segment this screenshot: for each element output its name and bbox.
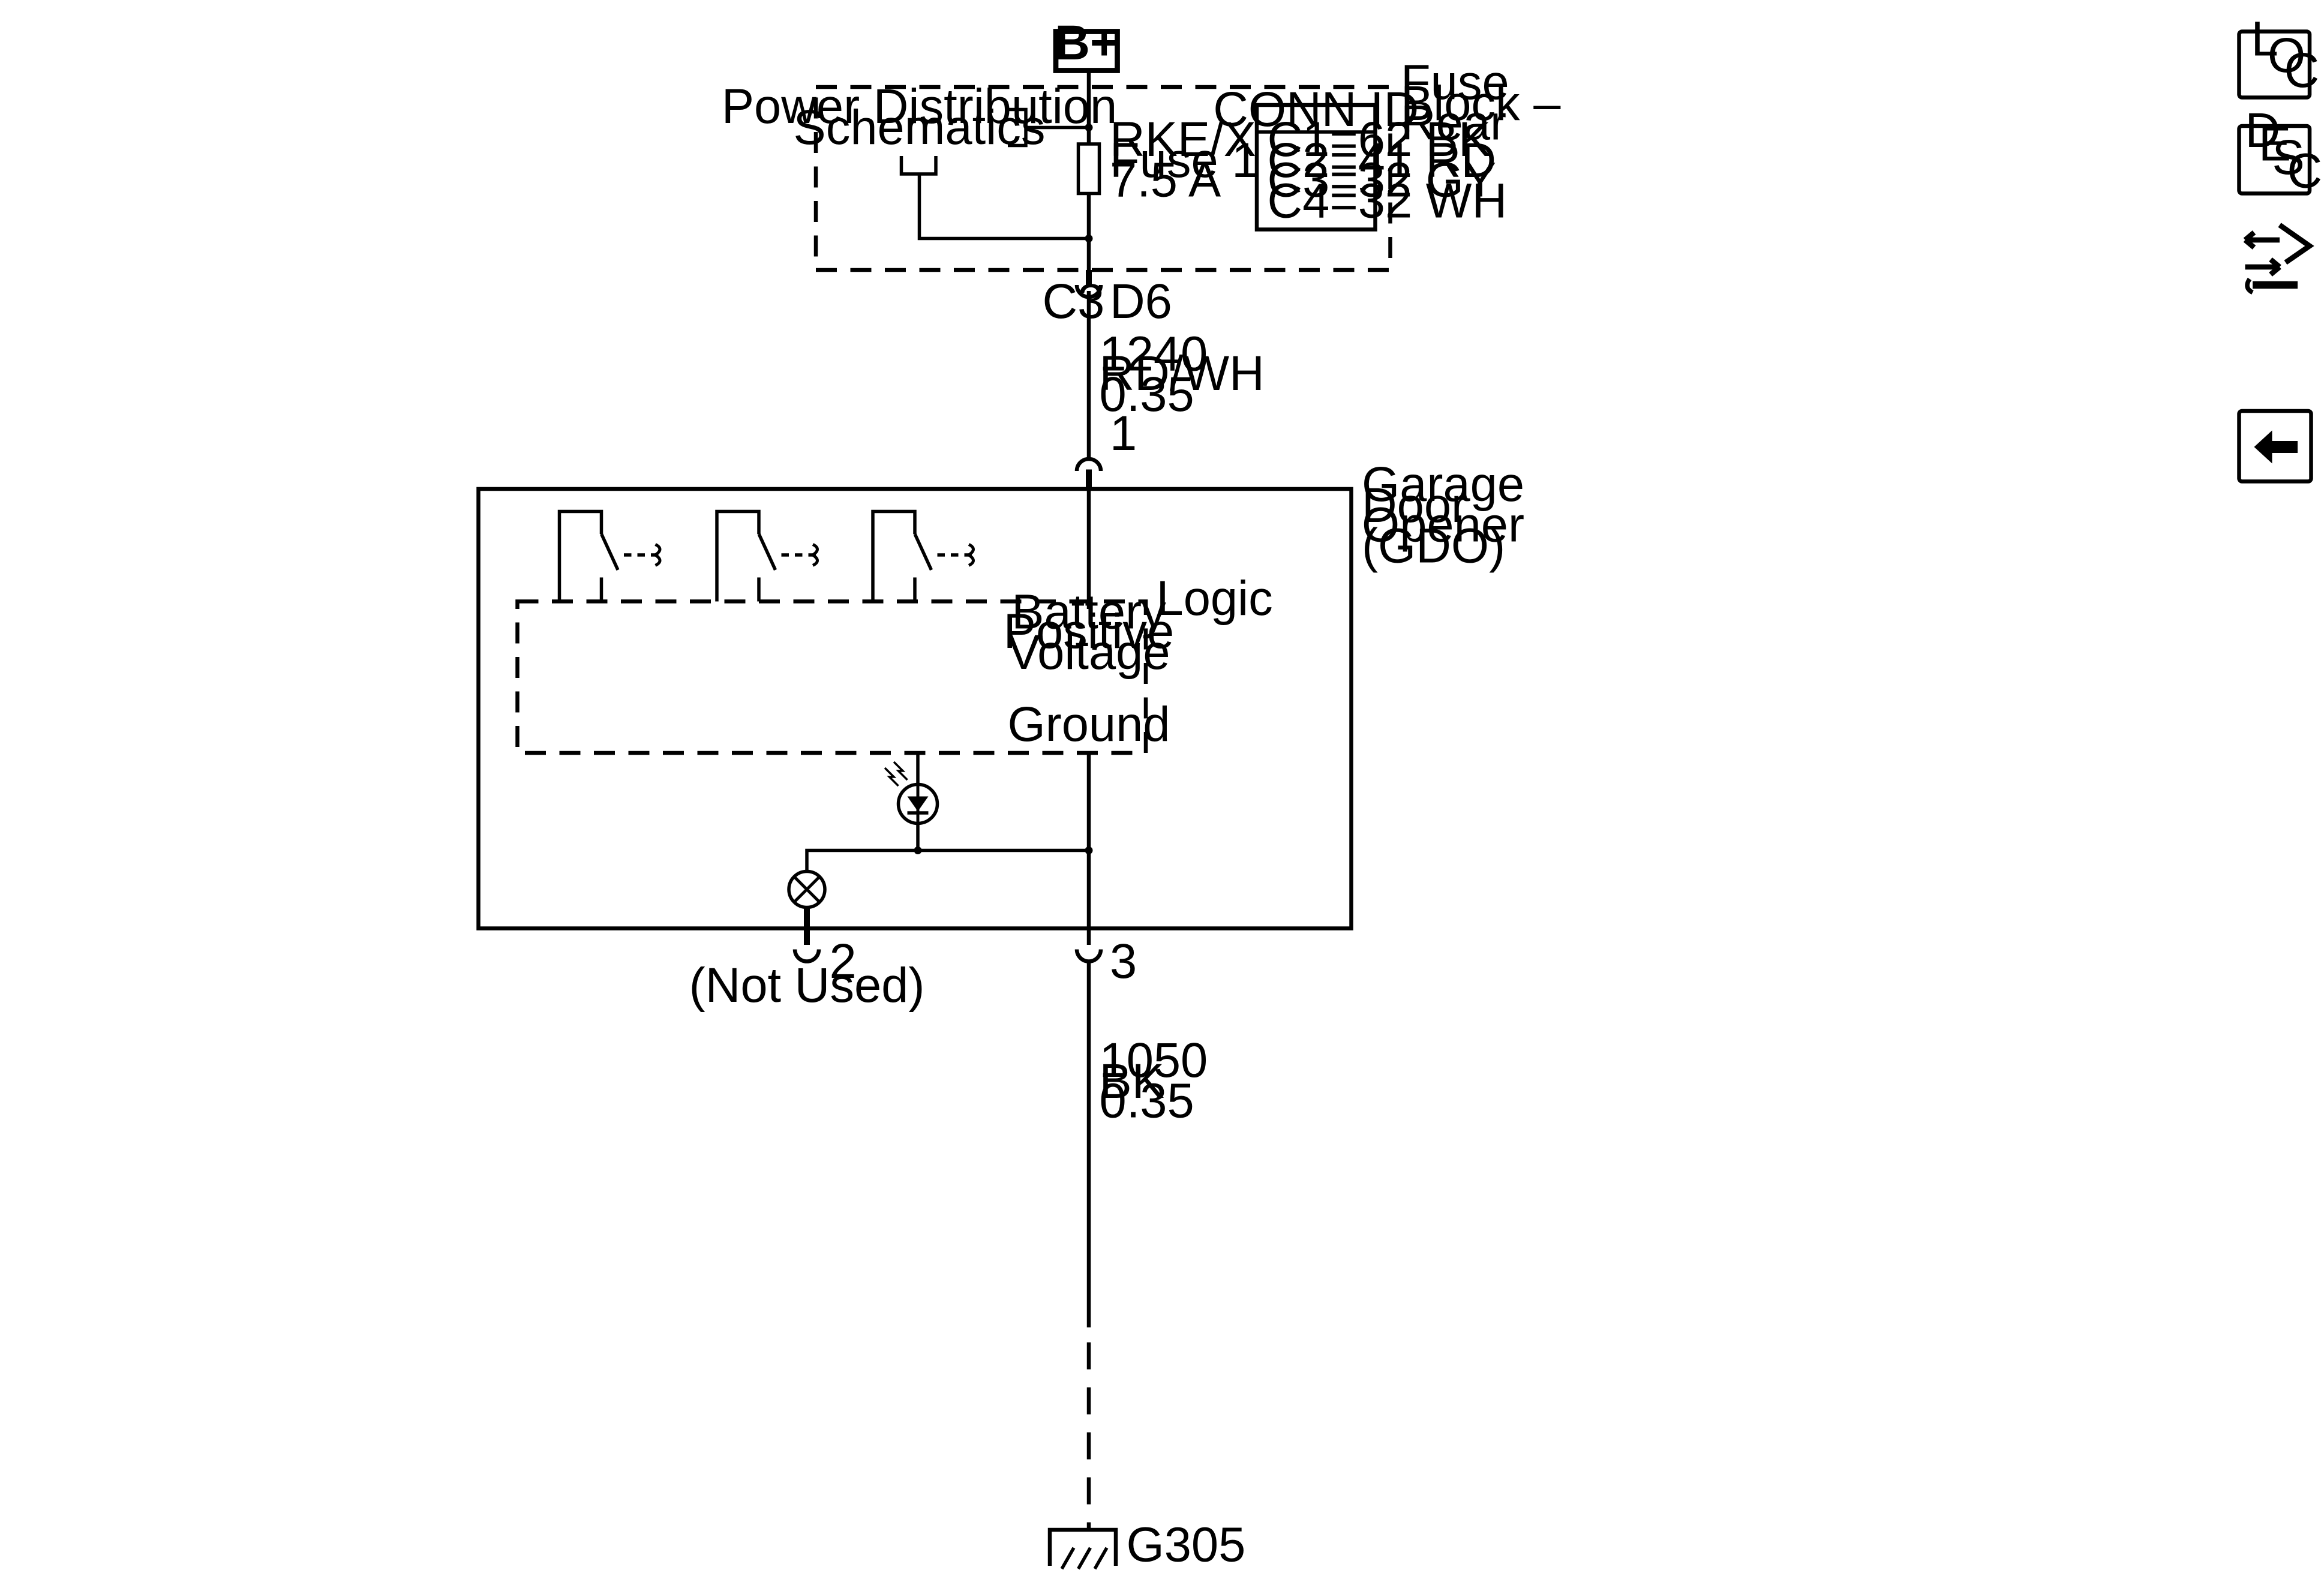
logic-label: Logic (1157, 571, 1273, 626)
back-arrow-icon (2254, 430, 2298, 464)
battery-voltage-label-3: Voltage (1007, 625, 1170, 680)
desc-button[interactable]: D E S C (2237, 103, 2323, 199)
connector-pin-1: 1 (1074, 406, 1137, 489)
module-name-3: Opener (1362, 498, 1524, 553)
battery-positive-source: B+ (1053, 16, 1120, 73)
connector-pin-3: 3 (1074, 934, 1137, 989)
loc-letter: O (2268, 28, 2305, 83)
power-distribution-ref-2[interactable]: Schematics (794, 100, 1046, 155)
fuse-block-name-3: Rear (1401, 95, 1506, 150)
logic-block (515, 599, 1148, 755)
power-distribution-ref-1[interactable]: Power Distribution (722, 79, 1117, 134)
connector-icon[interactable] (2243, 223, 2314, 295)
b-plus-label: B+ (1055, 16, 1118, 70)
connector-pin-2: 2 (Not Used) (689, 934, 925, 1013)
ground-wire-circuit: 1050 (1100, 1033, 1208, 1088)
fuse-block-name-1: Fuse (1401, 55, 1509, 110)
feed-wire-circuit: 1240 (1100, 327, 1208, 382)
conn-id-row: C4=32 WH (1268, 174, 1508, 229)
switch-3 (871, 509, 977, 602)
fuse-symbol (1076, 142, 1101, 196)
fuse-block-name-2: Block – (1401, 76, 1561, 131)
ground-wire-color: BK (1100, 1054, 1164, 1109)
conn-id-row: C1=62 BK (1268, 112, 1491, 167)
lamp-indicator (787, 846, 1093, 945)
ground-g305: G305 (1047, 1517, 1246, 1572)
loc-button[interactable]: L O C (2237, 12, 2320, 100)
connector-c3-d6: C3 D6 (1043, 269, 1172, 329)
conn-id-table: CONN ID C1=62 BK C2=41 RD C3=32 GY C4=32… (1213, 82, 1508, 232)
desc-letter: D (2245, 103, 2281, 158)
module-name-1: Garage (1362, 457, 1524, 512)
pin-2-note: (Not Used) (689, 958, 925, 1013)
connector-name: C3 (1043, 274, 1105, 329)
switch-1 (557, 509, 663, 602)
battery-voltage-label-2: Positive (1004, 604, 1175, 659)
feed-wire-color: RD/WH (1100, 346, 1265, 401)
connector-pin: D6 (1110, 274, 1172, 329)
pin-2-label: 2 (830, 934, 857, 989)
conn-id-row: C2=41 RD (1268, 133, 1497, 188)
pin-3-label: 3 (1110, 934, 1137, 989)
feed-wire-gauge: 0.35 (1100, 367, 1194, 422)
desc-letter: S (2272, 130, 2305, 185)
ground-label-g305: G305 (1127, 1517, 1246, 1572)
ground-wire-gauge: 0.35 (1100, 1073, 1194, 1128)
ground-label: Ground (1007, 697, 1170, 752)
desc-letter: C (2287, 144, 2323, 199)
led-indicator (884, 752, 939, 854)
module-name-2: Door (1362, 478, 1467, 533)
conn-id-header: CONN ID (1213, 82, 1419, 137)
conn-id-row: C3=32 GY (1268, 153, 1497, 208)
fuse-block-rear: Fuse Block – Rear Power Distribution Sch… (722, 55, 1561, 272)
loc-letter: L (2251, 12, 2278, 67)
loc-letter: C (2284, 43, 2320, 98)
pin-1-label: 1 (1110, 406, 1137, 461)
desc-letter: E (2259, 117, 2291, 172)
fuse-label-3: 7.5 A (1110, 153, 1221, 208)
switch-2 (715, 509, 821, 602)
module-name-4: (GDO) (1362, 519, 1505, 574)
garage-door-opener-module: Garage Door Opener (GDO) Logic (476, 457, 1524, 945)
back-button[interactable] (2237, 409, 2313, 484)
